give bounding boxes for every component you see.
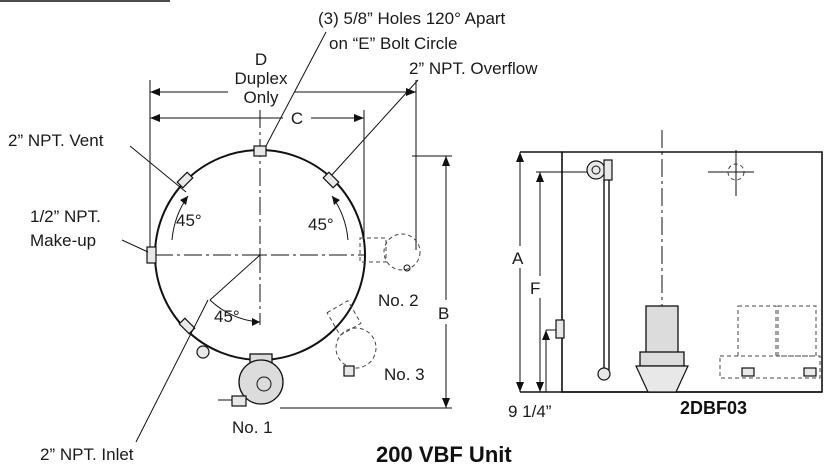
dim-c-label: C <box>291 109 303 128</box>
overflow-label: 2” NPT. Overflow <box>409 59 538 78</box>
side-pump-2-outlet <box>741 367 755 377</box>
makeup-label-line1: 1/2” NPT. <box>30 207 101 226</box>
makeup-label-line2: Make-up <box>30 231 96 250</box>
a-label-mask <box>510 246 530 268</box>
pump-1-motor <box>238 359 284 405</box>
dim-a-label: A <box>512 249 524 268</box>
f-label-mask <box>528 276 548 298</box>
pump-2-body <box>359 237 387 263</box>
dim-f-label: F <box>530 279 540 298</box>
vent-label: 2” NPT. Vent <box>8 131 104 150</box>
dim-bottom-label: 9 1/4” <box>508 402 552 421</box>
side-pump-dup-base <box>719 355 821 379</box>
small-arrow-top <box>542 330 550 340</box>
angle-arrow-right <box>332 196 340 205</box>
pump-3-body <box>326 300 362 336</box>
pump-3-label: No. 3 <box>384 365 425 384</box>
c-arrow-left <box>150 114 160 122</box>
dim-b-label: B <box>438 304 449 323</box>
side-vent-bore <box>591 165 601 175</box>
side-pump-1 <box>635 305 689 393</box>
side-pump-3-outlet <box>803 367 817 377</box>
a-arrow-top <box>516 152 524 162</box>
overflow-fitting <box>322 171 340 189</box>
f-arrow-bottom <box>536 382 544 392</box>
b-arrow-top <box>442 156 450 166</box>
f-arrow-top <box>536 172 544 182</box>
side-pump-motor <box>645 305 679 355</box>
pump-1-outlet <box>231 395 247 407</box>
pump-1 <box>218 353 284 407</box>
holes-note-line2: on “E” Bolt Circle <box>329 34 457 53</box>
angle-arrow-bottom <box>252 318 260 326</box>
pump-2-motor <box>383 233 421 271</box>
side-overflow-fitting <box>603 159 613 181</box>
overflow-leader <box>329 79 419 178</box>
c-label-mask <box>283 106 311 128</box>
dim-d-sub1: Duplex <box>235 69 288 88</box>
makeup-leader <box>121 239 149 253</box>
pump-3-motor <box>335 327 377 369</box>
dim-d-label: D <box>255 50 267 69</box>
pump-3 <box>326 300 377 377</box>
level-column-bottom <box>597 367 611 381</box>
side-pump-duplex <box>719 305 821 379</box>
angle-right-label: 45° <box>308 215 334 234</box>
inlet-valve <box>196 345 210 359</box>
pump-2-label: No. 2 <box>378 291 419 310</box>
makeup-fitting <box>146 246 157 264</box>
inlet-label: 2” NPT. Inlet <box>40 445 134 464</box>
b-arrow-bottom <box>442 398 450 408</box>
holes-note-line1: (3) 5/8” Holes 120° Apart <box>318 9 506 28</box>
angle-bottom-label: 45° <box>214 307 240 326</box>
c-arrow-right <box>354 114 364 122</box>
d-label-mask <box>228 60 294 110</box>
drawing-title: 200 VBF Unit <box>376 442 512 467</box>
a-arrow-bottom <box>516 382 524 392</box>
b-label-mask <box>438 300 458 324</box>
pump-2 <box>359 233 421 272</box>
angle-left-label: 45° <box>176 211 202 230</box>
side-makeup-fitting <box>555 319 565 339</box>
side-pump-3-motor <box>777 305 817 357</box>
side-pump-flange <box>639 351 685 367</box>
d-arrow-left <box>150 88 160 96</box>
pump-1-shaft <box>256 376 272 392</box>
holes-leader <box>265 31 327 147</box>
side-view: A F 9 1/4” <box>508 130 823 421</box>
top-bolt-fitting <box>253 145 267 157</box>
pump-3-outlet <box>343 365 355 377</box>
angle-arrow-left <box>180 196 188 205</box>
side-vent-fitting <box>586 160 606 180</box>
side-pump-2-motor <box>737 305 777 357</box>
model-label: 2DBF03 <box>680 398 747 418</box>
vent-fitting <box>176 171 194 189</box>
inlet-leader <box>135 299 209 443</box>
pump-2-port <box>403 264 411 272</box>
pump-1-label: No. 1 <box>232 418 273 437</box>
angle-ray-bottom <box>209 254 261 301</box>
vent-leader <box>129 145 187 193</box>
side-pump-volute <box>635 365 689 393</box>
top-view: D Duplex Only C (3) 5/8” Holes 120° Apar… <box>8 9 538 464</box>
dim-d-sub2: Only <box>244 88 279 107</box>
